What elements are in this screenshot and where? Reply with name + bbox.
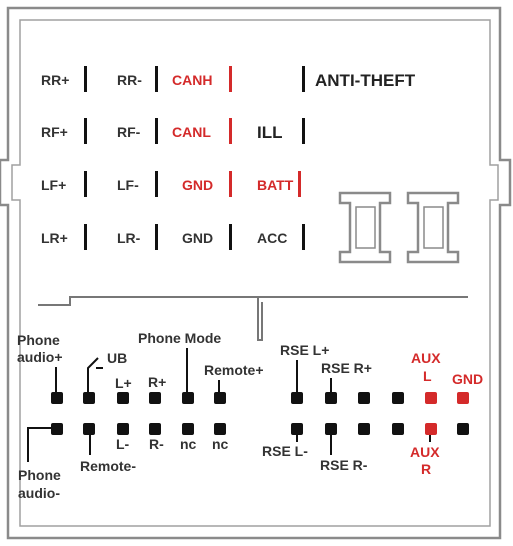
pin [51, 392, 63, 404]
label-nc-2: nc [212, 436, 229, 452]
upper-connector: RR+ RR- CANH ANTI-THEFT RF+ RF- CANL ILL… [41, 66, 416, 250]
pin [291, 423, 303, 435]
pin [182, 423, 194, 435]
pin [83, 423, 95, 435]
pin-label-canl: CANL [172, 124, 211, 140]
pin-label-rr-minus: RR- [117, 72, 142, 88]
pin [457, 423, 469, 435]
pin-row-top [51, 392, 469, 404]
label-rse-r-minus: RSE R- [320, 457, 368, 473]
pin-bar [84, 171, 87, 197]
label-aux-r-line2: R [421, 461, 431, 477]
pin-bar [84, 224, 87, 250]
pin-label-canh: CANH [172, 72, 212, 88]
label-remote-plus: Remote+ [204, 362, 264, 378]
pin-bar [302, 66, 305, 92]
pin [182, 392, 194, 404]
pin [149, 423, 161, 435]
pin-bar [155, 118, 158, 144]
pin-bar [298, 171, 301, 197]
leader-phone-audio-minus [27, 427, 56, 462]
label-remote-minus: Remote- [80, 458, 136, 474]
leader-usb [87, 357, 103, 392]
label-rse-l-minus: RSE L- [262, 443, 308, 459]
label-l-minus: L- [116, 436, 130, 452]
pin [325, 392, 337, 404]
label-r-minus: R- [149, 436, 164, 452]
pin-label-rr-plus: RR+ [41, 72, 69, 88]
label-gnd-aux: GND [452, 371, 483, 387]
pin-bar [84, 118, 87, 144]
pin-label-lf-plus: LF+ [41, 177, 66, 193]
label-aux-l-line1: AUX [411, 350, 441, 366]
latch-right [406, 191, 460, 264]
pin-bar [229, 171, 232, 197]
label-r-plus: R+ [148, 374, 166, 390]
label-rse-r-plus: RSE R+ [321, 360, 372, 376]
connector-housing-inner [11, 19, 499, 527]
pin [291, 392, 303, 404]
pin-label-rf-plus: RF+ [41, 124, 68, 140]
pin-bar [302, 118, 305, 144]
pin [392, 423, 404, 435]
section-divider [38, 296, 468, 341]
pin-row-bottom [51, 423, 469, 435]
pin-bar [229, 118, 232, 144]
pin-label-lr-minus: LR- [117, 230, 141, 246]
pin-label-ill: ILL [257, 123, 283, 142]
pin-label-gnd-red: GND [182, 177, 213, 193]
label-usb: UB [107, 350, 127, 366]
label-l-plus: L+ [115, 375, 132, 391]
pin-bar [155, 66, 158, 92]
label-aux-l-line2: L [423, 368, 432, 384]
label-rse-l-plus: RSE L+ [280, 342, 329, 358]
pin-label-lf-minus: LF- [117, 177, 139, 193]
pin-label-anti-theft: ANTI-THEFT [315, 71, 416, 90]
lower-connector: Phone audio+ UB L+ R+ Phone Mode Remote+… [17, 330, 483, 501]
pin [425, 423, 437, 435]
pin [149, 392, 161, 404]
pin [117, 392, 129, 404]
pin-label-lr-plus: LR+ [41, 230, 68, 246]
pin [457, 392, 469, 404]
label-phone-audio-minus-line1: Phone [18, 467, 61, 483]
label-phone-audio-plus-line1: Phone [17, 332, 60, 348]
pin [358, 392, 370, 404]
pin-label-batt: BATT [257, 177, 294, 193]
pin [392, 392, 404, 404]
pin-bar [302, 224, 305, 250]
pin [117, 423, 129, 435]
pin-bar [84, 66, 87, 92]
label-nc-1: nc [180, 436, 197, 452]
pin [425, 392, 437, 404]
pin-label-acc: ACC [257, 230, 287, 246]
pin [83, 392, 95, 404]
pin-bar [229, 66, 232, 92]
pin-label-rf-minus: RF- [117, 124, 141, 140]
connector-housing-outline [0, 6, 512, 540]
label-aux-r-line1: AUX [410, 444, 440, 460]
label-phone-audio-plus-line2: audio+ [17, 349, 63, 365]
label-phone-audio-minus-line2: audio- [18, 485, 60, 501]
pin [325, 423, 337, 435]
pin [214, 392, 226, 404]
pin-label-gnd: GND [182, 230, 213, 246]
pin-bar [155, 224, 158, 250]
pin-bar [155, 171, 158, 197]
latch-left [338, 191, 392, 264]
pin [51, 423, 63, 435]
pin-bar [229, 224, 232, 250]
pin [214, 423, 226, 435]
label-phone-mode: Phone Mode [138, 330, 221, 346]
pin [358, 423, 370, 435]
